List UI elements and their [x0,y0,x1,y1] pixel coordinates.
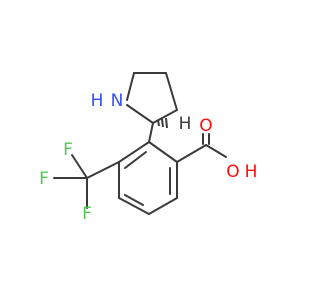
atom-H-on-N: H [91,91,104,111]
bond [148,197,178,215]
bonds [53,72,227,215]
bond [124,194,144,206]
atom-O-carbonyl: O [199,116,212,136]
bond [176,144,207,163]
molecule-svg: N H O O H F F F H [39,72,258,224]
hashed-bond [157,117,168,129]
bond [126,72,135,101]
atom-F-top: F [63,140,73,160]
atom-F-left: F [39,169,49,189]
bond [71,154,88,179]
atom-N: N [111,91,124,111]
bond [118,141,150,163]
hash-stroke [161,118,164,128]
atom-H-stereo: H [179,114,192,134]
bond [165,72,178,111]
bond [86,161,120,179]
bond [126,104,154,124]
bond [205,144,227,158]
hash-stroke [165,117,168,129]
bond [148,141,178,163]
atom-O-hydroxyl: O [226,162,239,182]
bond [148,122,154,143]
hash-stroke [157,119,160,127]
molecule-diagram: N H O O H F F F H [39,72,258,224]
bond [118,197,150,215]
bond [124,151,147,169]
bond [152,109,178,124]
atom-H-hydroxyl: H [245,162,258,182]
atom-F-bottom: F [82,204,92,224]
